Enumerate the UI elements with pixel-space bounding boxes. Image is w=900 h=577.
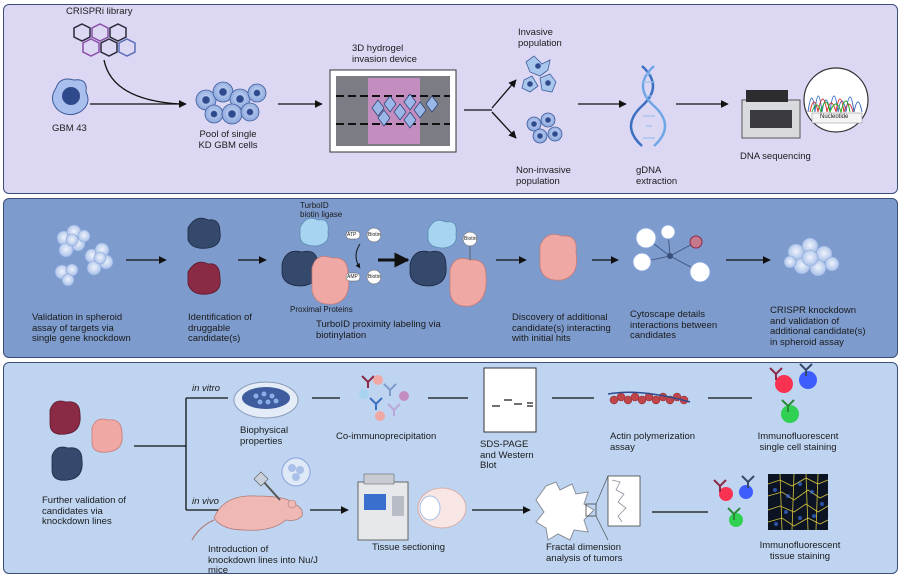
amp-label: AMP	[347, 274, 358, 280]
validation-spheroids-icon	[54, 224, 114, 287]
petri-dish-icon	[233, 381, 299, 419]
noninvasive-branch-arrow	[491, 111, 517, 139]
invasive-cells-icon	[521, 55, 557, 93]
in-vitro-label: in vitro	[192, 383, 220, 394]
labeled-complex-icon	[409, 219, 487, 307]
cryostat-icon	[357, 473, 467, 541]
if-single-cell-icon	[769, 363, 817, 423]
crispr-spheroid-icon	[783, 237, 840, 277]
invasive-branch-arrow	[491, 79, 517, 109]
coip-antibodies-icon	[359, 375, 409, 421]
biotin-label-1: Biotin	[368, 232, 381, 238]
branch-lines	[134, 397, 228, 511]
cell-pool-icon	[195, 81, 267, 125]
hydrogel-device-icon	[329, 69, 457, 153]
proximal-proteins-label: Proximal Proteins	[290, 305, 353, 314]
cytoscape-network-icon	[632, 224, 711, 283]
in-vivo-label: in vivo	[192, 496, 219, 507]
tissue-sectioning-label: Tissue sectioning	[372, 542, 446, 553]
dna-helix-icon	[629, 65, 667, 147]
library-merge-arrow	[103, 59, 181, 105]
sequencer-icon	[741, 67, 869, 139]
druggable-proteins-icon	[187, 217, 221, 295]
turboid-complex-icon	[281, 217, 350, 305]
western-blot-icon	[483, 367, 537, 433]
dna-sequencing-label: DNA sequencing	[740, 151, 811, 162]
fractal-tumor-icon	[535, 475, 641, 541]
crispri-library-icon	[73, 23, 136, 57]
crispri-library-label: CRISPRi library	[66, 6, 133, 17]
gbm43-cell-icon	[52, 78, 89, 116]
biotin-label-2: Biotin	[368, 274, 381, 280]
biotinylation-reaction-icon	[345, 227, 382, 285]
coip-label: Co-immunoprecipitation	[336, 431, 437, 442]
atp-label: ATP	[347, 232, 357, 238]
noninvasive-cells-icon	[526, 112, 563, 144]
panel-further-validation	[3, 362, 898, 574]
nude-mouse-icon	[191, 457, 311, 541]
actin-filament-icon	[607, 391, 691, 405]
further-proteins-icon	[49, 400, 123, 481]
biotin-label-3: Biotin	[464, 236, 477, 242]
discovery-protein-icon	[539, 233, 578, 281]
gbm43-label: GBM 43	[52, 123, 87, 134]
nucleotide-label: Nucleotide	[820, 114, 849, 120]
if-tissue-icon	[713, 473, 829, 531]
